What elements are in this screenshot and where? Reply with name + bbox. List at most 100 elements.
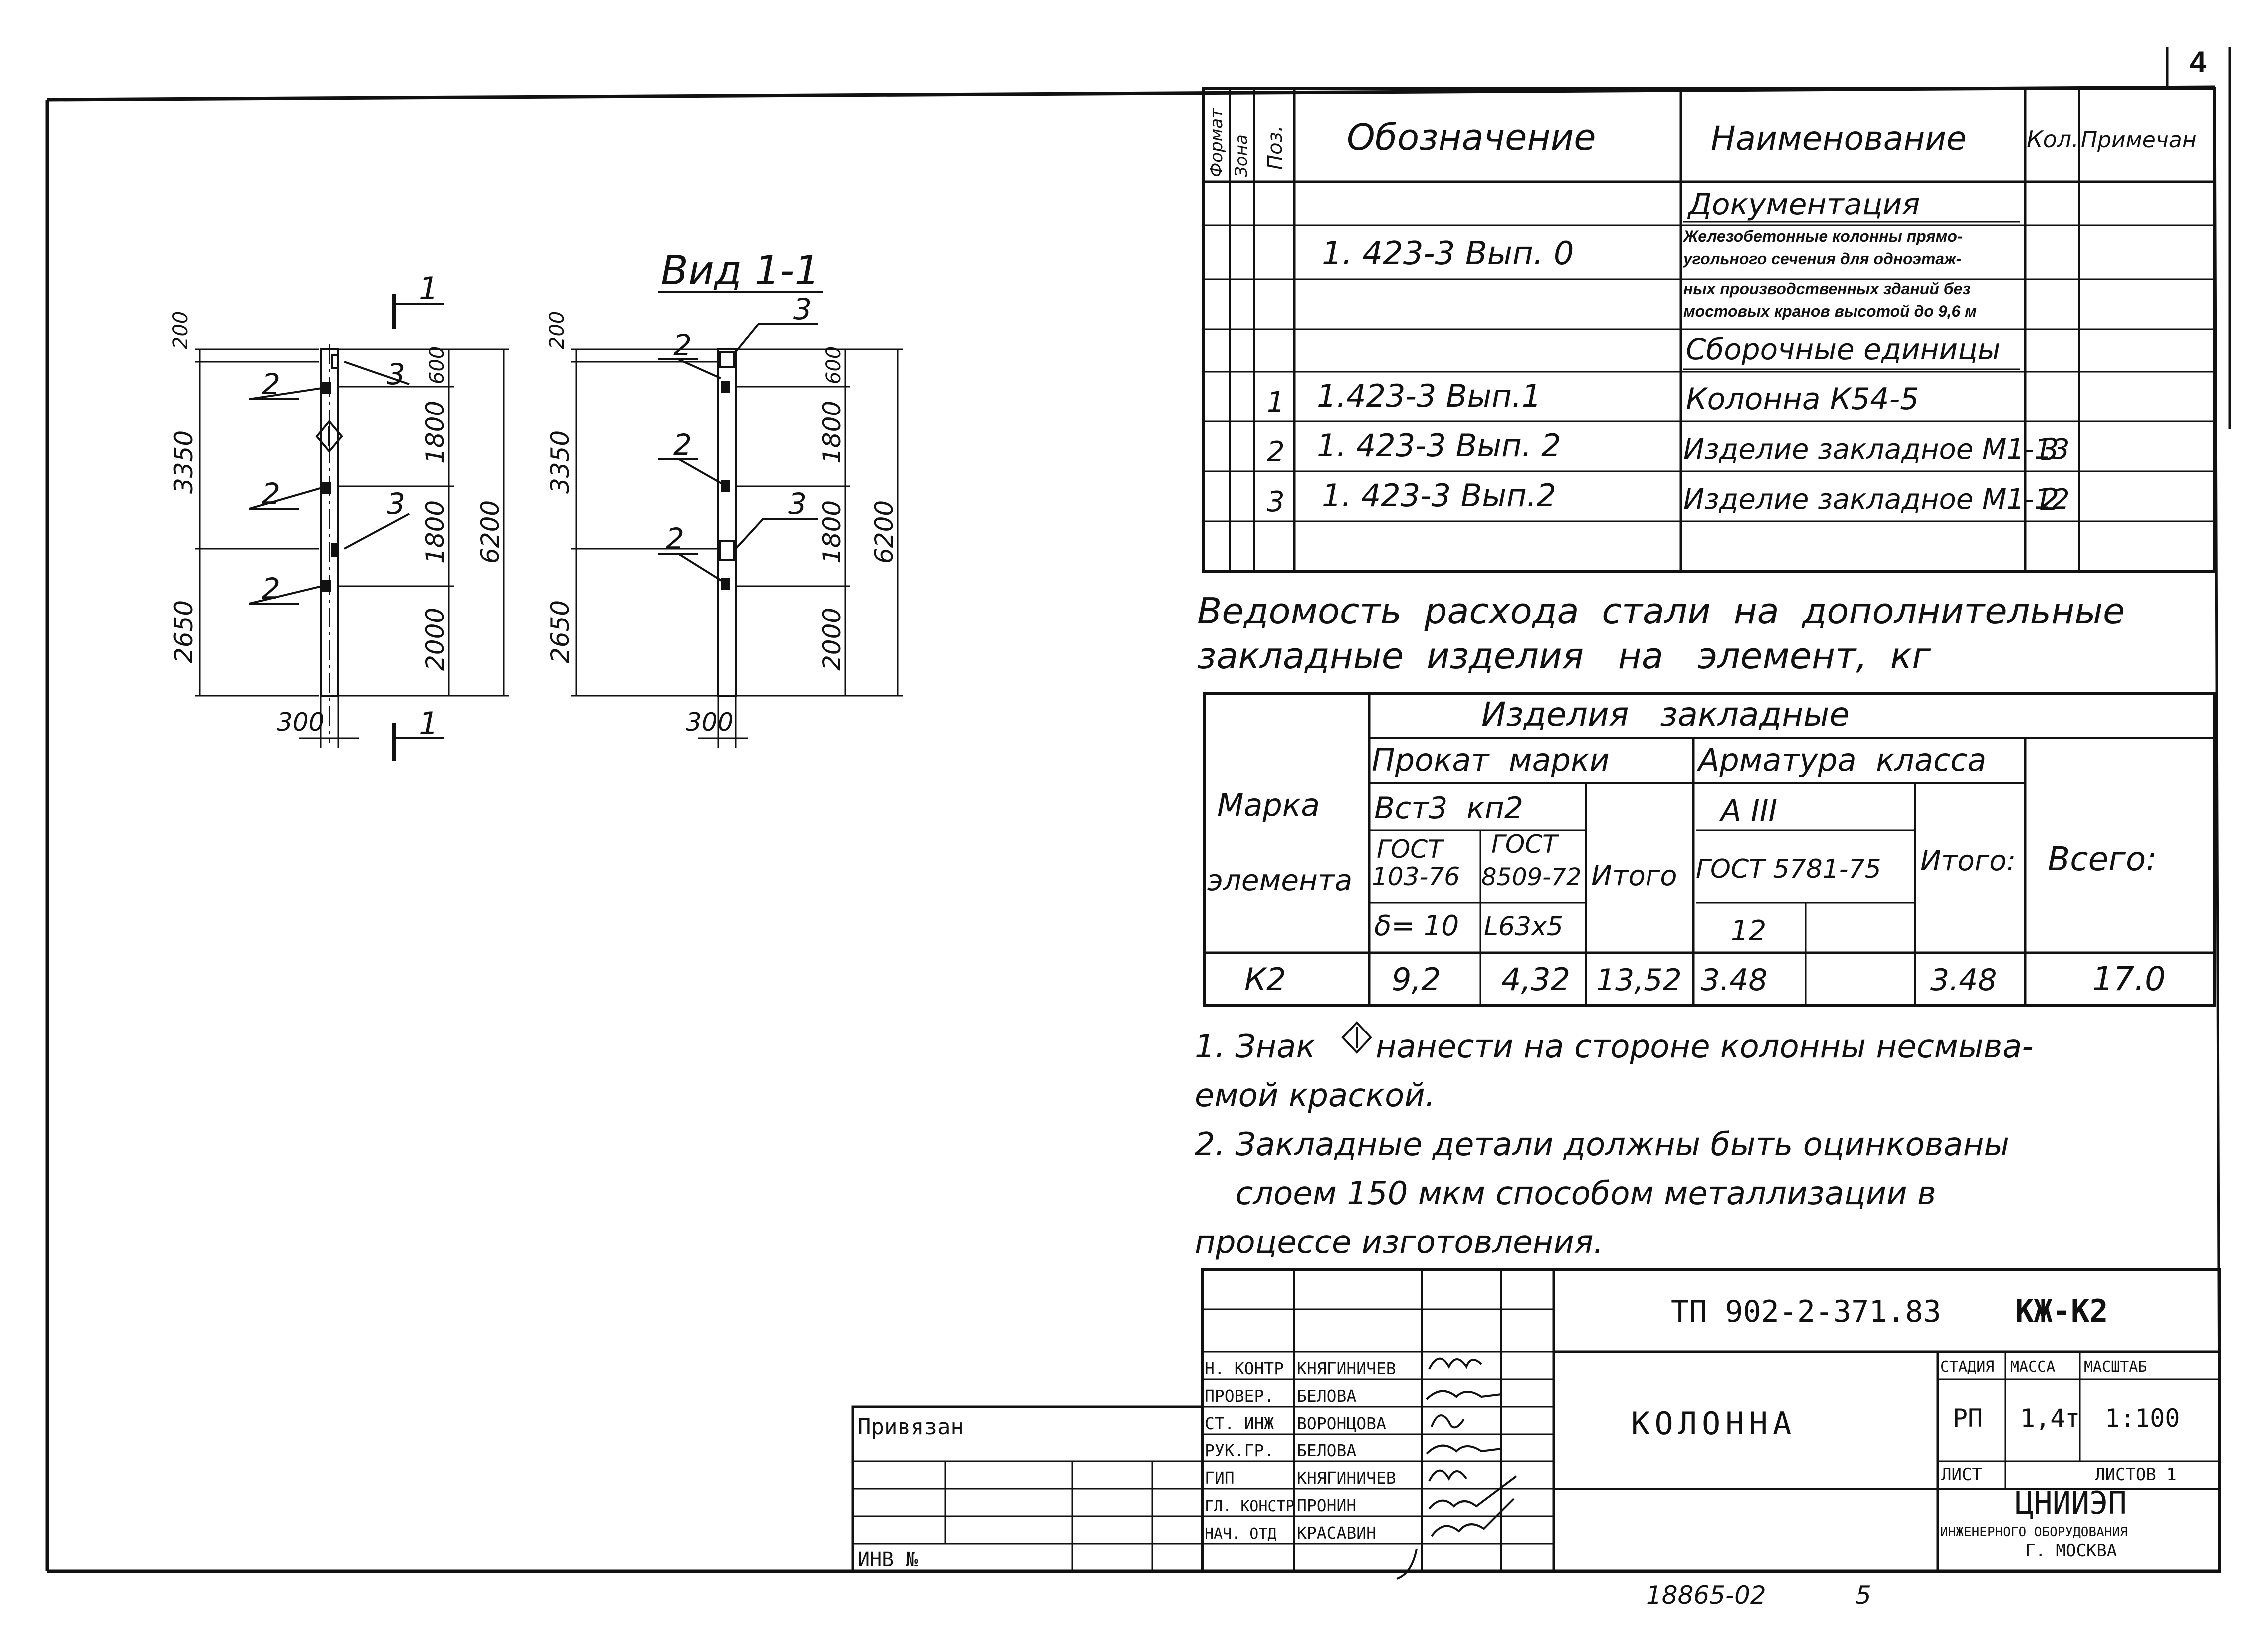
steel-row-v2: 4,32	[1501, 961, 1570, 998]
tb-org-name: ЦНИИЭП	[2015, 1485, 2127, 1521]
spec-header-designation: Обозначение	[1347, 116, 1596, 158]
left-dim-1800b: 1800	[421, 500, 450, 564]
note-diamond-icon	[1341, 1021, 1372, 1054]
right-dim-2650: 2650	[546, 600, 575, 663]
left-dim-200: 200	[169, 311, 192, 349]
steel-h-gost1b: 103-76	[1372, 862, 1460, 891]
view-title: Вид 1-1	[661, 247, 820, 294]
steel-h-rebar-class: А III	[1719, 793, 1777, 828]
tb-code: ТП 902-2-371.83	[1671, 1294, 1941, 1329]
steel-h-rolled: Прокат марки	[1372, 742, 1610, 778]
left-callout-2b: 2	[262, 477, 280, 511]
steel-title-line1: Ведомость расхода стали на дополнительны…	[1197, 590, 2125, 632]
tb-name-2: ВОРОНЦОВА	[1297, 1414, 1386, 1433]
spec-header-pos: Поз.	[1264, 125, 1287, 170]
steel-h-grand: Всего:	[2048, 840, 2157, 878]
spec-row2-designation: 1. 423-3 Вып. 2	[1317, 427, 1561, 464]
footer-code: 18865-02	[1646, 1581, 1766, 1610]
tb-mass: 1,4т	[2020, 1404, 2080, 1433]
right-dim-2000: 2000	[818, 608, 846, 671]
spec-doc-name-4: мостовых кранов высотой до 9,6 м	[1683, 302, 1977, 320]
spec-table-text: Формат Зона Поз. Обозначение Наименовани…	[1207, 108, 2197, 518]
steel-title-line2: закладные изделия на элемент, кг	[1197, 635, 1931, 677]
spec-row1-name: Колонна К54-5	[1686, 382, 1919, 416]
left-callout-3a: 3	[387, 357, 405, 391]
right-view-labels: Вид 1-1 200 3350 2650 600 1800 1800 2000…	[546, 247, 899, 737]
spec-header-name: Наименование	[1711, 119, 1967, 158]
spec-header-zone: Зона	[1232, 134, 1251, 177]
right-callout-2b: 2	[673, 428, 692, 462]
tb-scale-label: МАСШТАБ	[2084, 1358, 2147, 1376]
steel-h-embedded: Изделия закладные	[1481, 695, 1850, 734]
steel-h-gost3: ГОСТ 5781-75	[1696, 854, 1881, 884]
spec-doc-designation: 1. 423-3 Вып. 0	[1322, 235, 1574, 272]
left-callout-2a: 2	[262, 367, 280, 401]
left-callout-2c: 2	[262, 572, 280, 606]
tb-role-5: ГЛ. КОНСТР	[1205, 1498, 1295, 1515]
spec-header-note: Примечан	[2081, 127, 2197, 153]
steel-row-sum1: 13,52	[1596, 963, 1682, 998]
spec-row3-name: Изделие закладное М1-12	[1683, 483, 2070, 516]
left-dim-3350: 3350	[169, 430, 198, 494]
left-view-labels: 1 1 200 3350 2650 600 1800 1800 2000 620…	[169, 270, 505, 742]
steel-h-gost2b: 8509-72	[1481, 863, 1582, 891]
tb-org-sub: ИНЖЕНЕРНОГО ОБОРУДОВАНИЯ	[1940, 1525, 2128, 1540]
steel-h-rebar: Арматура класса	[1696, 742, 1986, 778]
tb-name-0: КНЯГИНИЧЕВ	[1297, 1359, 1396, 1378]
steel-row-mark: К2	[1244, 961, 1286, 998]
right-dim-300: 300	[686, 708, 733, 737]
note-1-prefix: 1. Знак	[1195, 1029, 1316, 1065]
left-dim-2650: 2650	[169, 600, 198, 663]
tb-name-4: КНЯГИНИЧЕВ	[1297, 1468, 1396, 1488]
tb-sheet-label: ЛИСТ	[1941, 1465, 1982, 1485]
note-2-cont1: слоем 150 мкм способом металлизации в	[1236, 1175, 1936, 1212]
tb-mass-label: МАССА	[2010, 1358, 2055, 1376]
right-dim-1800b: 1800	[818, 500, 846, 564]
steel-h-total: Итого	[1591, 860, 1677, 892]
tb-name-1: БЕЛОВА	[1297, 1386, 1356, 1406]
tb-privyazan: Привязан	[858, 1414, 964, 1440]
spec-table-grid	[1202, 87, 2216, 573]
tb-role-1: ПРОВЕР.	[1205, 1386, 1274, 1406]
note-2-cont2: процессе изготовления.	[1195, 1224, 1604, 1261]
left-dim-6200: 6200	[476, 500, 505, 564]
spec-header-qty: Кол.	[2027, 126, 2079, 153]
steel-h-mark2: элемента	[1207, 863, 1352, 897]
tb-org-city: Г. МОСКВА	[2025, 1541, 2117, 1561]
spec-row2-name: Изделие закладное М1-13	[1683, 433, 2070, 466]
right-callout-2c: 2	[666, 522, 684, 556]
steel-row-v3: 3.48	[1701, 963, 1768, 998]
spec-section-assemblies: Сборочные единицы	[1686, 332, 2001, 366]
title-block-text: ТП 902-2-371.83 КЖ-К2 КОЛОННА СТАДИЯ МАС…	[858, 1293, 2180, 1571]
tb-sheets-label: ЛИСТОВ 1	[2095, 1465, 2177, 1485]
right-dim-1800a: 1800	[818, 401, 846, 464]
left-dim-600: 600	[426, 346, 449, 384]
steel-row-v1: 9,2	[1392, 961, 1441, 998]
right-dim-200: 200	[546, 311, 569, 349]
tb-role-6: НАЧ. ОТД	[1205, 1525, 1277, 1543]
steel-row-total: 17.0	[2092, 960, 2166, 998]
spec-doc-name-1: Железобетонные колонны прямо-	[1682, 227, 1963, 245]
right-callout-3a: 3	[793, 292, 812, 326]
note-1-cont: емой краской.	[1195, 1077, 1436, 1114]
spec-row3-designation: 1. 423-3 Вып.2	[1322, 477, 1556, 514]
title-block-grid	[851, 1268, 2221, 1573]
left-section-mark-bottom: 1	[419, 705, 438, 742]
left-dim-1800a: 1800	[421, 401, 450, 464]
tb-name-6: КРАСАВИН	[1297, 1523, 1376, 1543]
right-dim-600: 600	[823, 346, 845, 384]
steel-h-d12: 12	[1731, 915, 1766, 947]
right-column-view	[571, 291, 903, 748]
steel-h-total2: Итого:	[1920, 845, 2016, 877]
notes-block: 1. Знак нанести на стороне колонны несмы…	[1195, 1023, 2212, 1267]
spec-doc-name-2: угольного сечения для одноэтаж-	[1682, 250, 1961, 268]
spec-row3-pos: 3	[1267, 486, 1285, 518]
tb-role-3: РУК.ГР.	[1205, 1441, 1274, 1460]
tb-role-2: СТ. ИНЖ	[1205, 1414, 1274, 1433]
spec-row1-designation: 1.423-3 Вып.1	[1317, 378, 1541, 414]
steel-h-delta: δ= 10	[1374, 910, 1459, 942]
steel-row-sum2: 3.48	[1930, 963, 1997, 998]
spec-row2-qty: 3	[2040, 432, 2059, 467]
footer: 18865-02 5	[1646, 1581, 1871, 1610]
